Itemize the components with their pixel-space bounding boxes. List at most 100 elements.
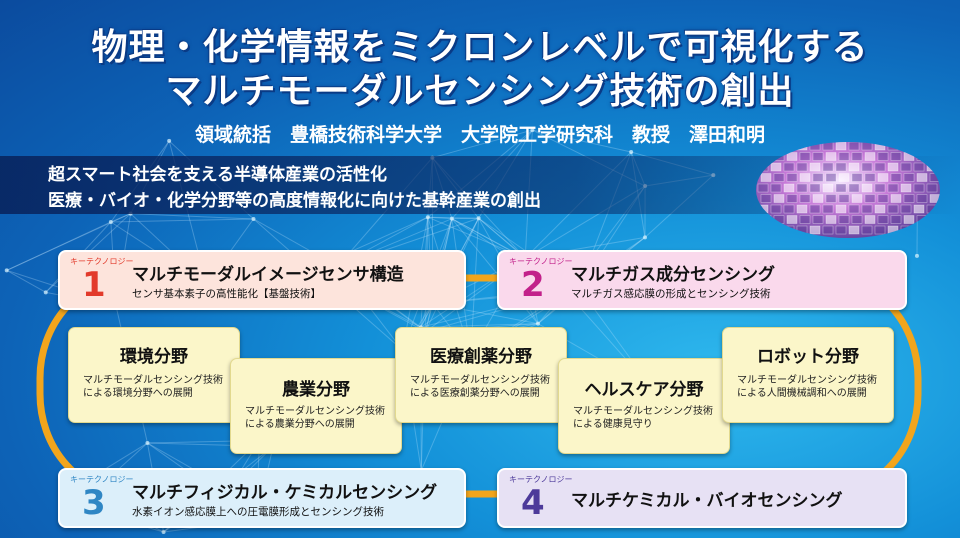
wafer-chip: [851, 152, 863, 161]
key-tech-1: キーテクノロジー 1 マルチモーダルイメージセンサ構造 センサ基本素子の高性能化…: [58, 250, 466, 310]
wafer-chip: [812, 152, 824, 161]
network-node: [4, 268, 9, 273]
wafer-chip: [786, 152, 798, 161]
key-tech-2-title: マルチガス成分センシング: [571, 265, 775, 285]
field-environment-name: 環境分野: [120, 347, 188, 367]
field-agriculture-desc-1: マルチモーダルセンシング技術: [245, 406, 385, 417]
title-line-2: マルチモーダルセンシング技術の創出: [165, 71, 795, 112]
wafer-chip: [864, 173, 876, 182]
wafer-chip: [887, 162, 899, 172]
key-tech-1-desc: センサ基本素子の高性能化【基盤技術】: [132, 288, 321, 300]
key-tech-4-label: キーテクノロジー: [509, 475, 573, 484]
wafer-chip: [851, 215, 863, 224]
network-node: [108, 219, 113, 224]
network-node: [535, 321, 540, 326]
field-robot-desc-2: による人間機械調和への展開: [737, 388, 867, 399]
field-agriculture-name: 農業分野: [282, 380, 350, 400]
wafer-chip: [877, 152, 889, 161]
network-line: [110, 213, 131, 223]
wafer-chip: [799, 173, 811, 182]
wafer-chip: [877, 173, 889, 182]
wafer-chip: [929, 194, 940, 203]
field-robot: ロボット分野 マルチモーダルセンシング技術 による人間機械調和への展開: [722, 327, 894, 423]
wafer-chip: [913, 183, 925, 193]
field-medical-desc-1: マルチモーダルセンシング技術: [410, 375, 550, 386]
wafer-chip: [799, 215, 811, 224]
network-line: [130, 213, 254, 220]
loop-ring: [36, 274, 922, 498]
wafer-chip: [890, 173, 902, 182]
network-line: [432, 129, 533, 159]
field-robot-name: ロボット分野: [757, 347, 859, 367]
wafer-chip: [757, 183, 769, 193]
wafer-chip: [913, 204, 925, 214]
wafer-chip: [760, 194, 772, 203]
field-environment-desc-2: による環境分野への展開: [83, 388, 193, 399]
network-line: [110, 218, 254, 223]
wafer-chip: [851, 173, 863, 182]
wafer-chip: [783, 183, 795, 193]
wafer-chip: [913, 162, 925, 172]
field-robot-desc-1: マルチモーダルセンシング技術: [737, 375, 877, 386]
goal-1: 超スマート社会を支える半導体産業の活性化: [48, 165, 387, 185]
network-node: [43, 290, 48, 295]
wafer-chip: [890, 152, 902, 161]
wafer-chip: [890, 194, 902, 203]
wafer-chip: [799, 194, 811, 203]
wafer-chip: [874, 183, 886, 193]
key-tech-1-number: 1: [82, 265, 106, 305]
wafer-chip: [809, 183, 821, 193]
wafer-chip: [835, 204, 847, 214]
wafer-chip: [900, 204, 912, 214]
wafer-chip: [887, 204, 899, 214]
title-line-1: 物理・化学情報をミクロンレベルで可視化する: [91, 27, 869, 68]
wafer-chip: [900, 162, 912, 172]
wafer-chip: [848, 204, 860, 214]
wafer-chip: [786, 215, 798, 224]
wafer-chip: [770, 183, 782, 193]
key-tech-1-title: マルチモーダルイメージセンサ構造: [132, 265, 404, 285]
wafer-chip: [773, 194, 785, 203]
field-medical-name: 医療創薬分野: [430, 347, 532, 367]
network-node: [914, 253, 919, 258]
wafer-image: [756, 142, 940, 238]
wafer-chip: [838, 152, 850, 161]
key-tech-2-desc: マルチガス感応膜の形成とセンシング技術: [571, 288, 771, 300]
field-medical: 医療創薬分野 マルチモーダルセンシング技術 による医療創薬分野への展開: [395, 327, 567, 423]
wafer-chip: [822, 204, 834, 214]
field-medical-desc-2: による医療創薬分野への展開: [410, 388, 540, 399]
network-node: [449, 216, 454, 221]
wafer-chip: [812, 215, 824, 224]
wafer-chip: [890, 215, 902, 224]
field-healthcare: ヘルスケア分野 マルチモーダルセンシング技術 による健康見守り: [558, 358, 730, 454]
wafer-chip: [770, 162, 782, 172]
wafer-chip: [835, 183, 847, 193]
wafer-chip: [838, 173, 850, 182]
key-tech-3-number: 3: [82, 483, 106, 523]
wafer-chip: [812, 173, 824, 182]
wafer-chip: [861, 162, 873, 172]
key-tech-3-title: マルチフィジカル・ケミカルセンシング: [132, 483, 438, 503]
wafer-chip: [864, 194, 876, 203]
network-node: [251, 216, 256, 221]
wafer-chip: [799, 152, 811, 161]
wafer-chip: [874, 225, 886, 235]
field-healthcare-desc-2: による健康見守り: [573, 419, 653, 430]
wafer-chip: [848, 183, 860, 193]
wafer-chip: [861, 142, 873, 151]
key-tech-1-label: キーテクノロジー: [70, 257, 134, 266]
wafer-chip: [809, 204, 821, 214]
key-tech-3-label: キーテクノロジー: [70, 475, 134, 484]
field-environment-desc-1: マルチモーダルセンシング技術: [83, 375, 223, 386]
wafer-chip: [903, 173, 915, 182]
key-tech-2-label: キーテクノロジー: [509, 257, 573, 266]
wafer-chip: [796, 162, 808, 172]
wafer-chip: [861, 225, 873, 235]
wafer-chip: [786, 194, 798, 203]
network-node: [642, 235, 647, 240]
wafer-chip: [916, 194, 928, 203]
wafer-chip: [848, 142, 860, 151]
network-node: [145, 441, 150, 446]
network-line: [427, 216, 452, 220]
wafer-chip: [822, 225, 834, 235]
